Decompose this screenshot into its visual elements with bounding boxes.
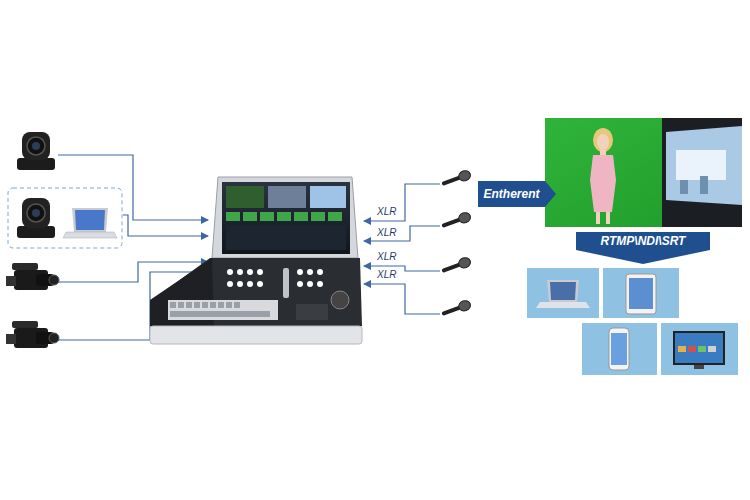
cable-label: XLR	[377, 206, 396, 218]
camcorder	[6, 321, 59, 348]
arrow-fill	[576, 232, 710, 264]
arrow-fill	[478, 181, 556, 207]
arrow-label: Entherent	[478, 187, 545, 201]
video-switcher	[150, 177, 362, 344]
ptz-camera	[17, 132, 55, 170]
dashed-group	[8, 188, 122, 248]
camcorder	[6, 263, 59, 290]
laptop-icon	[63, 208, 117, 238]
arrow-label: RTMP\NDI\SRT	[576, 234, 710, 248]
cable-label: XLR	[377, 269, 396, 281]
microphone	[440, 169, 472, 319]
protocol-arrow: RTMP\NDI\SRT	[576, 232, 710, 264]
device-tiles	[527, 268, 738, 375]
cable-label: XLR	[377, 251, 396, 263]
audio-wires	[364, 184, 440, 314]
ptz-camera	[17, 198, 55, 238]
output-arrow: Entherent	[478, 181, 556, 207]
green-screen-studio	[545, 118, 742, 227]
cable-label: XLR	[377, 227, 396, 239]
